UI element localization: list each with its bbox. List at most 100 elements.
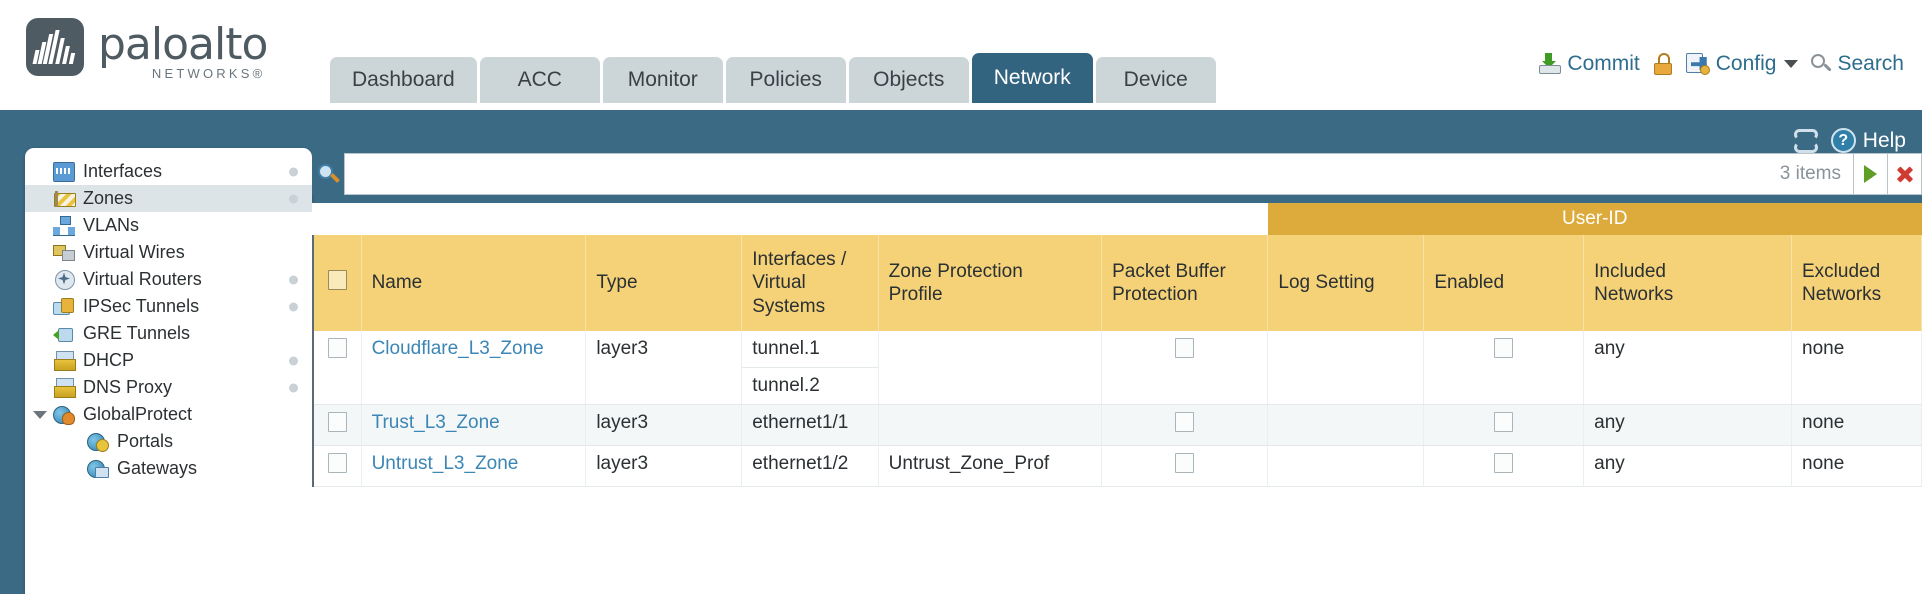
column-header-log-setting[interactable]: Log Setting <box>1267 235 1425 331</box>
tab-policies[interactable]: Policies <box>725 57 846 103</box>
search-label: Search <box>1837 52 1904 75</box>
sidebar-item-gateways[interactable]: Gateways <box>25 455 312 482</box>
dns-proxy-icon <box>53 377 76 398</box>
sidebar-item-indicator <box>289 275 298 284</box>
column-header-type[interactable]: Type <box>585 235 743 331</box>
help-button[interactable]: ? Help <box>1830 128 1906 153</box>
cell-name: Trust_L3_Zone <box>361 404 587 446</box>
tab-network[interactable]: Network <box>971 53 1093 103</box>
table-row[interactable]: Trust_L3_Zone layer3 ethernet1/1 any non… <box>312 404 1922 446</box>
config-label: Config <box>1715 52 1777 75</box>
sidebar-item-label: Portals <box>117 431 174 451</box>
brand-name: paloalto <box>98 19 268 70</box>
row-select-cell <box>312 331 362 405</box>
sidebar-item-dns-proxy[interactable]: DNS Proxy <box>25 374 312 401</box>
column-header-included-networks[interactable]: Included Networks <box>1583 235 1792 331</box>
cell-zone-protection-profile: Untrust_Zone_Prof <box>878 445 1103 487</box>
brand-logo[interactable]: paloalto NETWORKS® <box>26 18 268 81</box>
cell-packet-buffer-protection <box>1101 331 1269 405</box>
table-row[interactable]: Untrust_L3_Zone layer3 ethernet1/2 Untru… <box>312 445 1922 487</box>
sidebar-item-indicator <box>289 194 298 203</box>
column-header-line: Profile <box>888 284 943 305</box>
zones-table: User-ID Name Type Interfaces / Virtual S… <box>312 203 1922 487</box>
cell-log-setting <box>1267 331 1425 405</box>
packet-buffer-protection-checkbox[interactable] <box>1175 338 1195 358</box>
column-header-interfaces[interactable]: Interfaces / Virtual Systems <box>741 235 879 331</box>
zones-table-wrap: User-ID Name Type Interfaces / Virtual S… <box>312 203 1922 594</box>
cell-interfaces: tunnel.1 tunnel.2 <box>741 331 879 405</box>
cell-interfaces: ethernet1/1 <box>741 404 879 446</box>
zone-link[interactable]: Untrust_L3_Zone <box>371 453 519 474</box>
column-header-enabled[interactable]: Enabled <box>1423 235 1585 331</box>
cell-user-id-enabled <box>1423 445 1585 487</box>
user-id-enabled-checkbox[interactable] <box>1494 453 1514 473</box>
sidebar-item-indicator <box>289 383 298 392</box>
green-arrow-right-icon <box>1864 165 1877 183</box>
search-button[interactable]: Search <box>1811 52 1904 76</box>
sidebar-item-interfaces[interactable]: Interfaces <box>25 158 312 185</box>
sidebar-item-globalprotect[interactable]: GlobalProtect <box>25 401 312 428</box>
sidebar-item-ipsec-tunnels[interactable]: IPSec Tunnels <box>25 293 312 320</box>
main-content: 3 items User-ID <box>312 148 1922 594</box>
tab-device[interactable]: Device <box>1095 57 1216 103</box>
commit-label: Commit <box>1567 52 1640 75</box>
sidebar-item-gre-tunnels[interactable]: GRE Tunnels <box>25 320 312 347</box>
zone-link[interactable]: Trust_L3_Zone <box>371 412 500 433</box>
tab-objects[interactable]: Objects <box>848 57 969 103</box>
table-row[interactable]: Cloudflare_L3_Zone layer3 tunnel.1 tunne… <box>312 331 1922 405</box>
column-header-line: Packet Buffer <box>1112 260 1226 282</box>
column-header-name[interactable]: Name <box>361 235 587 331</box>
search-icon-box <box>312 153 344 195</box>
column-header-zone-protection-profile[interactable]: Zone Protection Profile <box>878 235 1103 331</box>
sidebar-item-dhcp[interactable]: DHCP <box>25 347 312 374</box>
virtual-routers-icon <box>53 269 75 290</box>
user-id-enabled-checkbox[interactable] <box>1494 338 1514 358</box>
sidebar-item-zones[interactable]: Zones <box>25 185 312 212</box>
tab-monitor[interactable]: Monitor <box>602 57 723 103</box>
tab-dashboard[interactable]: Dashboard <box>330 57 477 103</box>
sidebar-item-vlans[interactable]: VLANs <box>25 212 312 239</box>
sidebar-item-virtual-routers[interactable]: Virtual Routers <box>25 266 312 293</box>
cell-user-id-enabled <box>1423 404 1585 446</box>
sidebar-item-label: Zones <box>83 188 134 208</box>
table-header-row: Name Type Interfaces / Virtual Systems Z… <box>312 235 1922 331</box>
user-id-enabled-checkbox[interactable] <box>1494 412 1514 432</box>
help-icon: ? <box>1830 128 1856 153</box>
zone-link[interactable]: Cloudflare_L3_Zone <box>371 338 544 359</box>
commit-button[interactable]: Commit <box>1539 52 1640 76</box>
packet-buffer-protection-checkbox[interactable] <box>1175 453 1195 473</box>
cell-user-id-enabled <box>1423 331 1585 405</box>
refresh-icon[interactable] <box>1793 128 1819 153</box>
interface-item: tunnel.1 <box>742 331 878 368</box>
paloalto-logo-icon <box>26 18 84 76</box>
virtual-wires-icon <box>53 243 75 263</box>
sidebar-nav: Interfaces Zones VLANs Virtual Wires Vir… <box>25 148 312 594</box>
column-header-excluded-networks[interactable]: Excluded Networks <box>1791 235 1922 331</box>
row-checkbox[interactable] <box>327 453 347 473</box>
sidebar-item-indicator <box>289 302 298 311</box>
search-icon[interactable] <box>317 163 340 185</box>
tab-acc[interactable]: ACC <box>479 57 600 103</box>
main-nav-tabs: Dashboard ACC Monitor Policies Objects N… <box>330 53 1219 103</box>
packet-buffer-protection-checkbox[interactable] <box>1175 412 1195 432</box>
column-header-line: Systems <box>752 295 826 317</box>
sidebar-item-virtual-wires[interactable]: Virtual Wires <box>25 239 312 266</box>
zones-icon <box>53 189 76 209</box>
sidebar-item-label: GlobalProtect <box>83 404 193 424</box>
cell-type: layer3 <box>585 404 743 446</box>
clear-filter-button[interactable] <box>1888 153 1922 195</box>
select-all-checkbox[interactable] <box>327 269 347 290</box>
config-menu[interactable]: Config <box>1685 52 1799 76</box>
column-header-packet-buffer-protection[interactable]: Packet Buffer Protection <box>1101 235 1269 331</box>
expand-collapse-icon[interactable] <box>33 410 47 419</box>
row-checkbox[interactable] <box>327 338 347 358</box>
search-icon <box>1811 54 1833 74</box>
cell-zone-protection-profile <box>878 331 1103 405</box>
search-input[interactable] <box>345 154 1768 194</box>
row-select-cell <box>312 404 362 446</box>
sidebar-item-portals[interactable]: Portals <box>25 428 312 455</box>
row-checkbox[interactable] <box>327 412 347 432</box>
apply-filter-button[interactable] <box>1854 153 1888 195</box>
select-all-header <box>312 235 362 331</box>
lock-icon[interactable] <box>1653 53 1673 75</box>
